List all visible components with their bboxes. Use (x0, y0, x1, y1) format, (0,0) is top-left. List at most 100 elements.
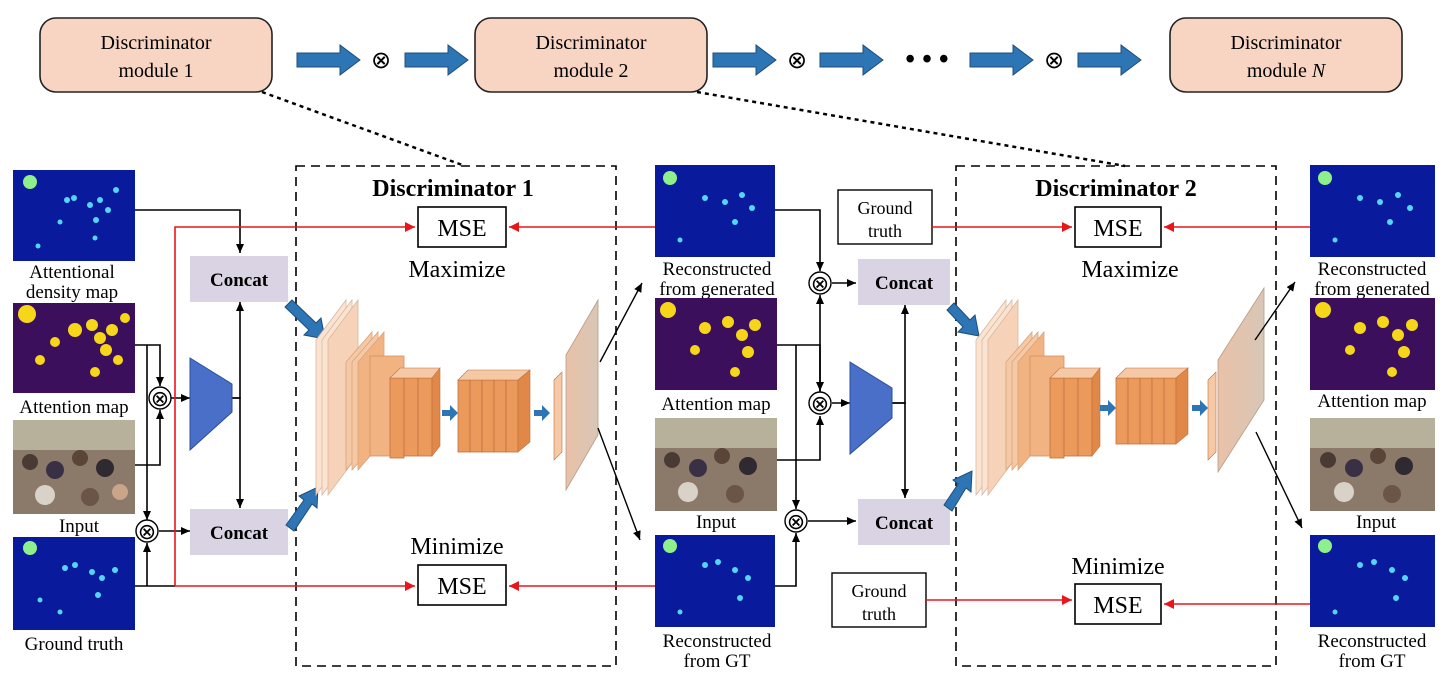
caption-attentional-1: Attentional (29, 262, 114, 283)
rec-generated-image-1 (655, 165, 775, 257)
discriminator-2-title: Discriminator 2 (1035, 176, 1197, 202)
mse-label: MSE (437, 216, 486, 242)
output-arrow (599, 282, 643, 363)
caption-input: Input (59, 516, 100, 537)
block-arrow (284, 299, 326, 340)
module-2: Discriminator module 2 (474, 17, 708, 93)
otimes-symbol: ⊗ (787, 48, 807, 74)
caption-input-2: Input (696, 512, 737, 533)
multiply-node (784, 509, 808, 533)
discriminator-1-box (295, 165, 617, 667)
attention-map-image (13, 303, 135, 393)
attention-map-image-3 (1310, 298, 1435, 390)
caption-ground-truth: Ground truth (25, 634, 124, 655)
multiply-node (135, 519, 159, 543)
mse-box-bottom-1 (417, 564, 507, 606)
otimes-symbol: ⊗ (151, 386, 169, 411)
input-image (13, 420, 135, 514)
caption-attentional-2: density map (26, 282, 118, 303)
ellipsis: • • • (905, 44, 948, 75)
output-arrow (1255, 431, 1303, 529)
caption-attention-map-3: Attention map (1317, 391, 1426, 412)
rec-generated-image-2 (1310, 165, 1435, 257)
ground-truth-box-top-2: Ground truth (837, 189, 933, 245)
ground-truth-label-2: truth (868, 221, 902, 241)
caption-input-3: Input (1356, 512, 1397, 533)
mse-box-top-1 (417, 206, 507, 248)
block-arrow (404, 44, 469, 76)
minimize-label-1: Minimize (410, 534, 503, 560)
ground-truth-box-bottom-2: Ground truth (831, 572, 927, 628)
maximize-label-2: Maximize (1081, 257, 1178, 283)
otimes-symbol: ⊗ (138, 519, 156, 544)
block-arrow (969, 44, 1034, 76)
mse-box-bottom-2 (1074, 583, 1162, 625)
concat-bottom-2: Concat (858, 499, 950, 545)
block-arrow (296, 44, 361, 76)
minimize-label-2: Minimize (1071, 554, 1164, 580)
ground-truth-label-2: truth (862, 604, 896, 624)
concat-label: Concat (210, 523, 269, 544)
module-1-line2: module 1 (119, 60, 194, 82)
input-image-2 (655, 418, 777, 511)
module-2-line2: module 2 (554, 60, 629, 82)
mse-label: MSE (1093, 216, 1142, 242)
discriminator-2-box (955, 165, 1277, 667)
input-image-3 (1310, 418, 1435, 511)
concat-top-1: Concat (190, 256, 288, 302)
mse-box-top-2 (1074, 206, 1162, 248)
concat-bottom-1: Concat (190, 509, 288, 555)
encoder-2 (849, 361, 893, 456)
multiply-node (808, 391, 832, 415)
otimes-symbol: ⊗ (1044, 48, 1064, 74)
caption-rec-gt-1b: from GT (683, 651, 750, 672)
block-arrow (946, 302, 980, 337)
caption-rec-gt-1a: Reconstructed (663, 631, 772, 652)
mse-label: MSE (1093, 593, 1142, 619)
module-n-line2: module N (1247, 60, 1327, 82)
attentional-density-map-image (13, 170, 135, 261)
mse-label: MSE (437, 574, 486, 600)
caption-attention-map: Attention map (19, 397, 128, 418)
caption-rec-gen-2a: Reconstructed (1318, 259, 1427, 280)
otimes-symbol: ⊗ (787, 509, 805, 534)
caption-attention-map-2: Attention map (661, 394, 770, 415)
caption-rec-gen-1a: Reconstructed (663, 259, 772, 280)
network-2 (975, 286, 1265, 497)
discriminator-1-title: Discriminator 1 (372, 176, 534, 202)
encoder-1 (189, 357, 233, 452)
otimes-symbol: ⊗ (371, 48, 391, 74)
attention-map-image-2 (655, 298, 777, 390)
multiply-node (808, 271, 832, 295)
network-1 (315, 298, 599, 497)
block-arrow (285, 486, 319, 532)
ground-truth-label-1: Ground (858, 198, 913, 218)
top-chain-arrows (296, 44, 1142, 76)
rec-gt-image-1 (655, 535, 775, 627)
concat-label: Concat (210, 270, 269, 291)
zoom-connector-1 (261, 90, 466, 168)
caption-rec-gt-2a: Reconstructed (1318, 631, 1427, 652)
maximize-label-1: Maximize (408, 257, 505, 283)
module-1: Discriminator module 1 (39, 17, 273, 93)
rec-gt-image-2 (1310, 535, 1435, 627)
module-2-line1: Discriminator (535, 32, 646, 54)
otimes-symbol: ⊗ (811, 391, 829, 416)
block-arrow (819, 44, 884, 76)
left-wiring (135, 209, 244, 587)
module-n: Discriminator module N (1169, 17, 1403, 93)
caption-rec-gt-2b: from GT (1338, 651, 1405, 672)
block-arrow (943, 470, 973, 512)
output-arrow (597, 427, 641, 541)
red-lines-1 (174, 222, 655, 591)
block-arrow (1077, 44, 1142, 76)
caption-rec-gen-1b: from generated (659, 279, 775, 300)
ground-truth-image (13, 537, 135, 630)
caption-rec-gen-2b: from generated (1314, 279, 1430, 300)
module-n-line1: Discriminator (1230, 32, 1341, 54)
middle-wiring (775, 209, 909, 587)
module-1-line1: Discriminator (100, 32, 211, 54)
block-arrow (712, 44, 777, 76)
